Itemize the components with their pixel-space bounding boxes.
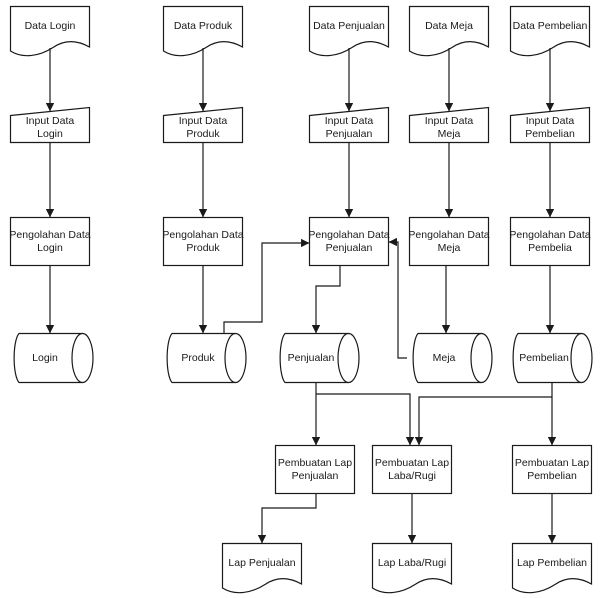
manual-input-pembelian: [509, 106, 591, 144]
process-lap-laba-rugi: [371, 444, 453, 495]
datastore-login: [13, 332, 94, 384]
edge-processpenjualan-to-store: [311, 266, 341, 334]
manual-input-produk: [162, 106, 244, 144]
process-lap-penjualan: [274, 444, 356, 495]
datastore-meja: [412, 332, 493, 384]
edge-storeproduk-to-processpenjualan: [223, 238, 310, 333]
output-document-lap-laba-rugi: [371, 542, 453, 594]
edge-lappenjualan-to-doc: [257, 494, 317, 544]
edge-storepembelian-to-laplabarugi: [414, 396, 552, 446]
edge-storemeja-to-processpenjualan: [388, 237, 407, 359]
manual-input-meja: [408, 106, 490, 144]
edge-storepenjualan-to-laplabarugi: [316, 393, 415, 446]
datastore-produk: [166, 332, 247, 384]
process-pembelian: [509, 216, 591, 267]
process-lap-pembelian: [511, 444, 593, 495]
process-penjualan: [308, 216, 390, 267]
process-produk: [162, 216, 244, 267]
output-document-lap-penjualan: [221, 542, 303, 594]
process-login: [9, 216, 91, 267]
datastore-penjualan: [279, 332, 360, 384]
datastore-pembelian: [512, 332, 593, 384]
output-document-lap-pembelian: [511, 542, 593, 594]
manual-input-penjualan: [308, 106, 390, 144]
process-meja: [408, 216, 490, 267]
manual-input-login: [9, 106, 91, 144]
